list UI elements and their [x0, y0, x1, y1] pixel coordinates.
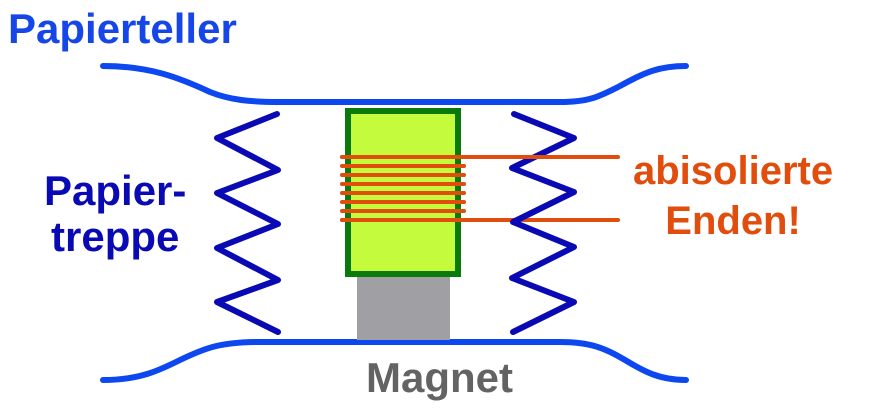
- paper-stairs-spring-right: [509, 111, 577, 335]
- paper-stairs-spring-left: [214, 111, 281, 335]
- paper-stairs-label-line1: Papier-: [44, 167, 187, 214]
- paper-plate-label: Papierteller: [8, 5, 237, 52]
- stripped-ends-label-line1: abisolierte: [633, 149, 834, 193]
- magnet-block: [357, 277, 450, 340]
- paper-plate-bottom: [100, 339, 689, 383]
- paper-stairs-label-line2: treppe: [51, 213, 180, 260]
- magnet-label: Magnet: [366, 354, 513, 401]
- stripped-ends-label-line2: Enden!: [665, 199, 801, 243]
- paper-plate-top: [100, 63, 689, 105]
- stripped-ends-label: abisolierte Enden!: [633, 146, 833, 246]
- paper-stairs-label: Papier- treppe: [44, 168, 186, 260]
